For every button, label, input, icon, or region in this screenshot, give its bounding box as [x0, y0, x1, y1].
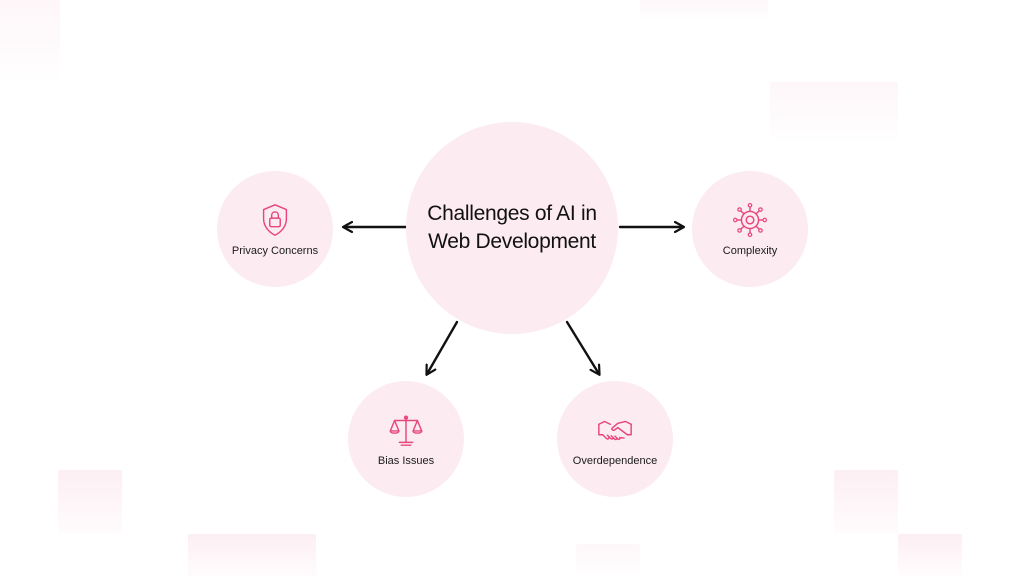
background-tile [770, 82, 898, 142]
node-privacy-concerns: Privacy Concerns [217, 171, 333, 287]
node-overdependence: Overdependence [557, 381, 673, 497]
background-tile [58, 470, 122, 534]
background-tile [576, 544, 640, 576]
node-label: Bias Issues [377, 454, 435, 467]
background-tile [188, 534, 316, 576]
node-label: Complexity [722, 244, 778, 257]
background-tile [898, 534, 962, 576]
balance-scale-icon [389, 415, 423, 446]
center-node: Challenges of AI in Web Development [406, 122, 618, 334]
shield-lock-icon [262, 203, 288, 236]
background-tile [0, 0, 60, 80]
node-complexity: Complexity [692, 171, 808, 287]
arrow-to-bias [427, 320, 459, 374]
background-tile [640, 0, 768, 18]
gear-network-icon [732, 202, 768, 237]
node-bias-issues: Bias Issues [348, 381, 464, 497]
background-tile [834, 470, 898, 534]
handshake-icon [598, 420, 632, 440]
arrow-to-overdependence [565, 320, 599, 374]
center-title: Challenges of AI in Web Development [427, 202, 597, 253]
node-label: Overdependence [572, 454, 658, 467]
node-label: Privacy Concerns [231, 244, 319, 257]
